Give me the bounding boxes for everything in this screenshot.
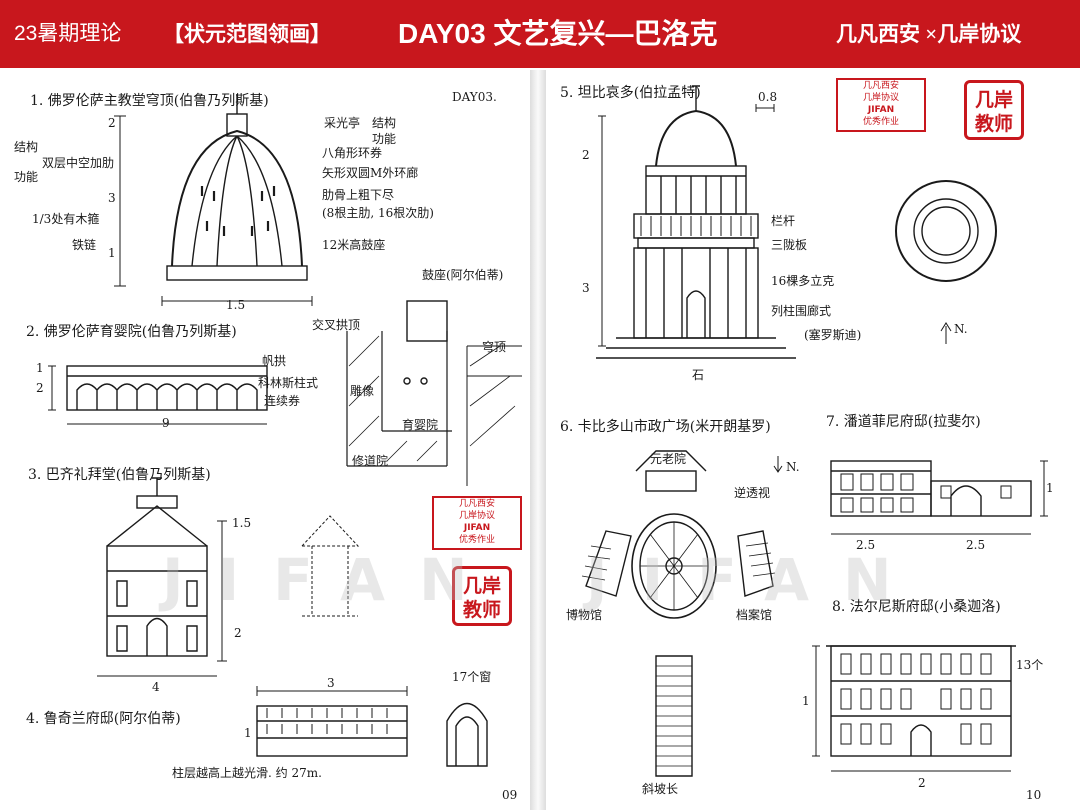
watermark-right: JIFAN [586, 546, 926, 614]
dim-s3-a: 1.5 [232, 516, 252, 530]
label-wood-hoop: 1/3处有木箍 [32, 212, 100, 226]
left-sketch-drawings [48, 94, 522, 767]
dim-s7-a: 1 [1046, 481, 1054, 495]
label-structure: 结构 [372, 116, 397, 130]
dim-s2-a: 1 [36, 361, 44, 375]
header-banner: 23暑期理论 【状元范图领画】 DAY03 文艺复兴—巴洛克 几凡西安 ×几岸协… [0, 0, 1080, 68]
dim-s5-a: 0.8 [758, 90, 778, 104]
seal-line-2: 教师 [462, 599, 501, 621]
book-gutter [530, 70, 546, 810]
label-17-windows: 17个窗 [452, 670, 492, 684]
dim-s1-b: 3 [108, 191, 116, 205]
section-3-title: 3. 巴齐礼拜堂(伯鲁乃列斯基) [28, 467, 211, 483]
label-dome-plan: 穹顶 [482, 340, 507, 354]
label-reverse-perspective: 逆透视 [734, 486, 771, 500]
dim-s7-c: 2.5 [966, 538, 986, 552]
dim-s2-b: 2 [36, 381, 44, 395]
dim-s7-b: 2.5 [856, 538, 876, 552]
stamp-logo: JIFAN [463, 523, 491, 533]
section-6-title: 6. 卡比多山市政广场(米开朗基罗) [560, 419, 771, 435]
dim-s5-c: 3 [582, 281, 590, 295]
banner-series: 23暑期理论 [14, 22, 122, 45]
stamp-line-1: 几凡西安 [458, 499, 495, 509]
label-statue: 雕像 [350, 384, 375, 398]
label-triglyph: 三陇板 [771, 238, 808, 252]
label-octagonal-ring: 八角形环券 [322, 146, 383, 160]
label-function-left: 功能 [14, 170, 39, 184]
dim-s8-b: 2 [918, 776, 926, 790]
label-cross-vault: 交叉拱顶 [312, 318, 361, 332]
dim-s4-a: 3 [327, 676, 335, 690]
right-page-number: 10 [1026, 788, 1042, 802]
stamp-line-3: 优秀作业 [458, 535, 495, 545]
label-arcade: 连续券 [264, 394, 301, 408]
stamp-right-line-3: 优秀作业 [862, 117, 899, 127]
dim-s5-b: 2 [582, 148, 590, 162]
section-4-title: 4. 鲁奇兰府邸(阿尔伯蒂) [26, 711, 181, 727]
label-rucellai-note: 柱层越高上越光滑. 约 27m. [172, 766, 322, 780]
label-north-plaza: N. [786, 460, 800, 474]
label-peristyle: 列柱围廊式 [771, 304, 832, 318]
label-ring-gallery: 矢形双圆M外环廊 [322, 166, 419, 180]
right-sketch-page: 5. 坦比哀多(伯拉孟特) 栏杆 三陇板 16棵多立克 列柱围廊式 (塞罗斯迪)… [546, 76, 1064, 804]
section-2-title: 2. 佛罗伦萨育婴院(伯鲁乃列斯基) [26, 324, 237, 340]
dim-s1-d: 1.5 [226, 298, 246, 312]
label-rib-count: (8根主肋, 16根次肋) [322, 206, 434, 220]
label-lantern: 采光亭 [324, 116, 361, 130]
label-function: 功能 [372, 132, 397, 146]
label-corinthian: 科林斯柱式 [258, 376, 319, 390]
stamp-right-line-2: 几岸协议 [862, 93, 899, 103]
label-13-windows: 13个 [1016, 658, 1044, 672]
label-archive: 档案馆 [736, 608, 773, 622]
label-foundling: 育婴院 [402, 418, 439, 432]
label-drum-alberti: 鼓座(阿尔伯蒂) [422, 268, 504, 282]
dim-s2-c: 9 [162, 416, 170, 430]
dim-s1-a: 2 [108, 116, 116, 130]
section-5-title: 5. 坦比哀多(伯拉孟特) [560, 85, 701, 101]
section-1-day-note: DAY03. [452, 90, 497, 104]
label-16-doric: 16棵多立克 [771, 274, 835, 288]
banner-day-title: DAY03 文艺复兴—巴洛克 [398, 18, 718, 49]
label-drum: 12米高鼓座 [322, 238, 386, 252]
excellent-work-stamp-right: 几凡西安 几岸协议 JIFAN 优秀作业 [836, 78, 926, 132]
stamp-right-line-1: 几凡西安 [862, 81, 899, 91]
seal-right-line-2: 教师 [974, 113, 1013, 135]
section-7-title: 7. 潘道菲尼府邸(拉斐尔) [826, 414, 981, 430]
stamp-line-2: 几岸协议 [458, 511, 495, 521]
banner-bracket-title: 【状元范图领画】 [163, 22, 331, 46]
dim-s3-c: 4 [152, 680, 160, 694]
section-8-title: 8. 法尔尼斯府邸(小桑迦洛) [832, 599, 1001, 615]
seal-right-line-1: 几岸 [974, 89, 1013, 111]
dim-s1-c: 1 [108, 246, 116, 260]
section-1-title: 1. 佛罗伦萨主教堂穹顶(伯鲁乃列斯基) [30, 93, 269, 109]
label-ribs: 肋骨上粗下尽 [322, 188, 395, 202]
stamp-right-logo: JIFAN [867, 105, 895, 115]
teacher-seal: 几岸 教师 [452, 566, 512, 626]
label-structure-left: 结构 [14, 140, 39, 154]
label-museum: 博物馆 [566, 608, 603, 622]
right-sketch-drawings [581, 85, 1048, 777]
label-iron-chain: 铁链 [72, 238, 97, 252]
teacher-seal-right: 几岸 教师 [964, 80, 1024, 140]
dim-s5-d: 石 [692, 368, 705, 382]
label-balustrade: 栏杆 [771, 214, 796, 228]
dim-s8-a: 1 [802, 694, 810, 708]
left-sketch-page: 1. 佛罗伦萨主教堂穹顶(伯鲁乃列斯基) DAY03. 采光亭 结构 功能 八角… [12, 76, 530, 804]
label-pendentive: 帆拱 [262, 354, 287, 368]
seal-line-1: 几岸 [462, 575, 501, 597]
excellent-work-stamp: 几凡西安 几岸协议 JIFAN 优秀作业 [432, 496, 522, 550]
left-page-number: 09 [502, 788, 518, 802]
dim-s4-b: 1 [244, 726, 252, 740]
label-ramp: 斜坡长 [642, 782, 679, 796]
banner-brand: 几凡西安 ×几岸协议 [836, 22, 1022, 46]
watermark-left: JIFAN [162, 546, 502, 614]
label-monastery: 修道院 [352, 454, 389, 468]
label-serlio: (塞罗斯迪) [804, 328, 862, 342]
label-senate: 元老院 [650, 452, 687, 466]
label-north-plan: N. [954, 322, 968, 336]
label-double-shell: 双层中空加肋 [42, 156, 115, 170]
dim-s3-b: 2 [234, 626, 242, 640]
